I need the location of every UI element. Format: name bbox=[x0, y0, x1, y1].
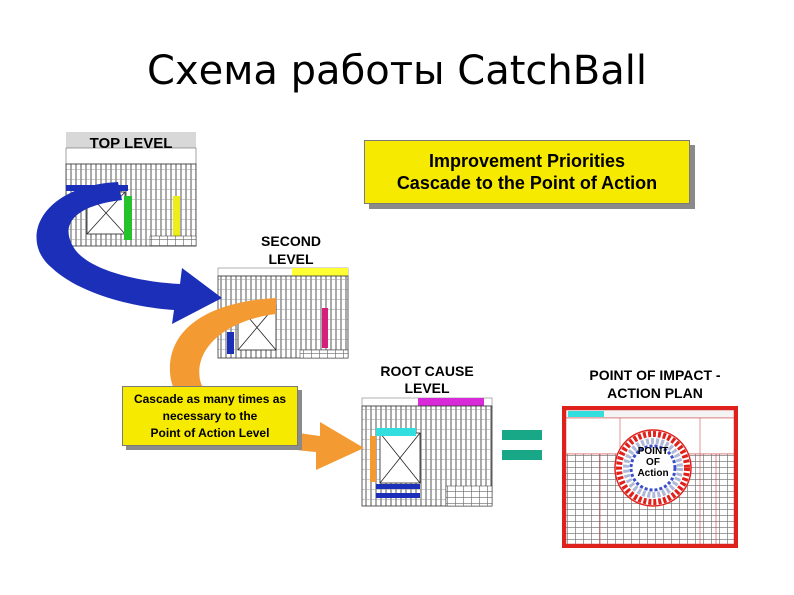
second-level-matrix bbox=[217, 267, 349, 359]
target-label-line3: Action bbox=[637, 468, 669, 479]
cascade-callout-line2: necessary to the bbox=[162, 409, 258, 423]
cascade-callout-line3: Point of Action Level bbox=[150, 426, 270, 440]
cascade-callout: Cascade as many times as necessary to th… bbox=[122, 386, 298, 446]
second-level-title-line1: SECOND bbox=[261, 233, 321, 249]
point-of-impact-title: POINT OF IMPACT - ACTION PLAN bbox=[560, 366, 750, 402]
target-label: POINT OF Action bbox=[627, 446, 679, 479]
root-cause-title-line2: LEVEL bbox=[404, 380, 450, 396]
equals-sign bbox=[502, 430, 542, 460]
cascade-callout-line1: Cascade as many times as bbox=[133, 392, 287, 406]
target-label-line2: OF bbox=[646, 457, 660, 468]
target-bullseye bbox=[614, 429, 692, 507]
target-label-line1: POINT bbox=[637, 446, 669, 457]
priorities-callout-line1: Improvement Priorities bbox=[428, 151, 626, 171]
root-cause-matrix bbox=[361, 397, 493, 507]
top-level-matrix bbox=[65, 132, 197, 247]
root-cause-title: ROOT CAUSE LEVEL bbox=[362, 363, 492, 397]
priorities-callout-line2: Cascade to the Point of Action bbox=[396, 173, 658, 193]
top-level-title: TOP LEVEL bbox=[89, 135, 173, 152]
slide-title: Схема работы CatchBall bbox=[147, 48, 647, 94]
second-level-title-line2: LEVEL bbox=[268, 251, 314, 267]
point-of-impact-title-line2: ACTION PLAN bbox=[607, 385, 703, 401]
priorities-callout: Improvement Priorities Cascade to the Po… bbox=[364, 140, 690, 204]
point-of-impact-title-line1: POINT OF IMPACT - bbox=[589, 367, 721, 383]
blue-cascade-arrow bbox=[36, 182, 223, 324]
second-level-title: SECOND LEVEL bbox=[236, 232, 346, 268]
root-cause-title-line1: ROOT CAUSE bbox=[380, 363, 474, 379]
